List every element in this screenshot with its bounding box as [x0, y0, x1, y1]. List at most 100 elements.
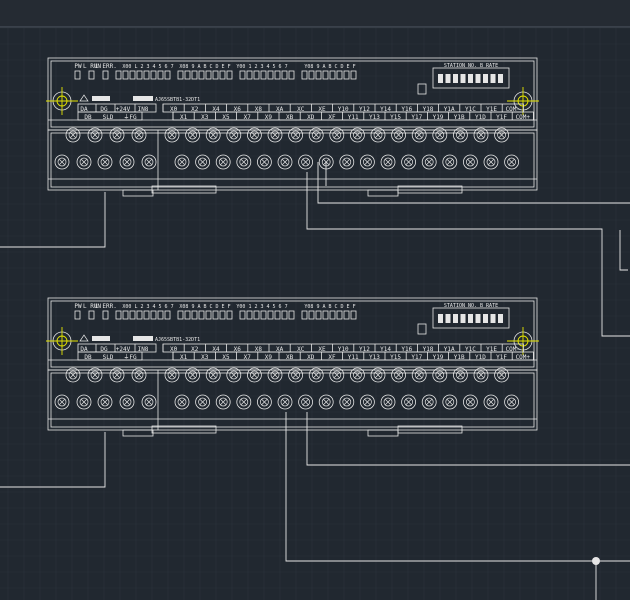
terminal-label: Y1B: [454, 114, 465, 121]
led-indicator: [184, 70, 191, 80]
led-indicator: [253, 70, 260, 80]
screw-terminal-icon: [226, 367, 242, 383]
led-indicator: [205, 310, 212, 320]
led-indicator: [239, 70, 246, 80]
screw-terminal-icon: [339, 394, 355, 410]
screw-terminal-icon: [141, 394, 157, 410]
screw-terminal-icon: [256, 154, 272, 170]
station-switch-label: STATION NO. B RATE: [444, 303, 498, 309]
led-indicator: [102, 310, 109, 320]
input-group-label-2: X08 9 A B C D E F: [179, 304, 230, 310]
left-terminal-label: +24V: [116, 106, 131, 113]
screw-terminal-icon: [141, 154, 157, 170]
led-indicator: [336, 310, 343, 320]
screw-terminal-icon: [195, 154, 211, 170]
screw-terminal-icon: [421, 394, 437, 410]
screw-terminal-icon: [76, 394, 92, 410]
screw-terminal-icon: [359, 394, 375, 410]
terminal-label: Y13: [369, 114, 380, 121]
screw-terminal-icon: [483, 154, 499, 170]
led-indicator: [191, 310, 198, 320]
din-clip: [122, 429, 154, 437]
terminal-label: Y15: [390, 114, 401, 121]
left-terminal-label: IN8: [138, 106, 149, 113]
terminal-label: Y16: [401, 346, 412, 353]
screw-terminal-icon: [97, 154, 113, 170]
screw-terminal-icon: [236, 394, 252, 410]
led-indicator: [350, 70, 357, 80]
terminal-label: X9: [265, 114, 273, 121]
screw-terminal-icon: [65, 367, 81, 383]
screw-terminal-icon: [174, 154, 190, 170]
wire: [317, 162, 630, 204]
screw-terminal-icon: [462, 394, 478, 410]
led-indicator: [343, 70, 350, 80]
led-indicator: [136, 310, 143, 320]
left-terminal-label: IN8: [138, 346, 149, 353]
terminal-label: XE: [318, 106, 326, 113]
screw-terminal-icon: [452, 127, 468, 143]
screw-terminal-icon: [339, 154, 355, 170]
left-terminal-label: SLD: [103, 114, 114, 121]
screw-terminal-icon: [411, 367, 427, 383]
output-group-label-2: Y08 9 A B C D E F: [304, 64, 355, 70]
terminal-label: X3: [201, 354, 209, 361]
dip-switch: [445, 314, 451, 323]
led-indicator: [212, 70, 219, 80]
led-indicator: [267, 70, 274, 80]
dip-switch: [438, 314, 443, 323]
screw-terminal-icon: [308, 367, 324, 383]
screw-terminal-icon: [131, 367, 147, 383]
left-terminal-label: DG: [100, 106, 108, 113]
left-terminal-label: ⏚FG: [123, 354, 137, 361]
dip-switch: [498, 74, 503, 83]
terminal-label: Y1A: [444, 346, 455, 353]
left-terminal-label: DG: [100, 346, 108, 353]
led-indicator: [164, 310, 171, 320]
terminal-label: X7: [244, 114, 252, 121]
dip-switch: [438, 74, 443, 83]
led-label: L ERR.: [95, 303, 117, 310]
screw-terminal-icon: [65, 127, 81, 143]
led-indicator: [102, 70, 109, 80]
dip-switch: [483, 314, 488, 323]
led-indicator: [177, 310, 184, 320]
screw-terminal-icon: [473, 367, 489, 383]
terminal-label: Y18: [423, 106, 434, 113]
din-clip: [367, 429, 399, 437]
led-indicator: [129, 310, 136, 320]
terminal-label: X4: [212, 346, 220, 353]
screw-terminal-icon: [185, 127, 201, 143]
led-indicator: [301, 70, 308, 80]
dip-switch: [483, 74, 488, 83]
background-grid: [0, 27, 630, 600]
led-indicator: [260, 310, 267, 320]
left-terminal-label: SLD: [103, 354, 114, 361]
led-indicator: [177, 70, 184, 80]
screw-terminal-icon: [195, 394, 211, 410]
led-label: L RUN: [83, 63, 101, 70]
terminal-label: COM+: [516, 114, 531, 121]
terminal-label: XF: [328, 354, 336, 361]
led-indicator: [274, 310, 281, 320]
led-indicator: [198, 70, 205, 80]
screw-terminal-icon: [215, 394, 231, 410]
led-indicator: [143, 310, 150, 320]
led-indicator: [308, 310, 315, 320]
screw-terminal-icon: [215, 154, 231, 170]
wire: [306, 412, 630, 466]
screw-terminal-icon: [76, 154, 92, 170]
terminal-label: Y14: [380, 346, 391, 353]
led-indicator: [164, 70, 171, 80]
screw-terminal-icon: [452, 367, 468, 383]
led-indicator: [329, 70, 336, 80]
led-indicator: [239, 310, 246, 320]
terminal-label: Y1C: [465, 346, 476, 353]
terminal-label: Y16: [401, 106, 412, 113]
led-indicator: [219, 310, 226, 320]
left-terminal-label: DB: [84, 354, 92, 361]
